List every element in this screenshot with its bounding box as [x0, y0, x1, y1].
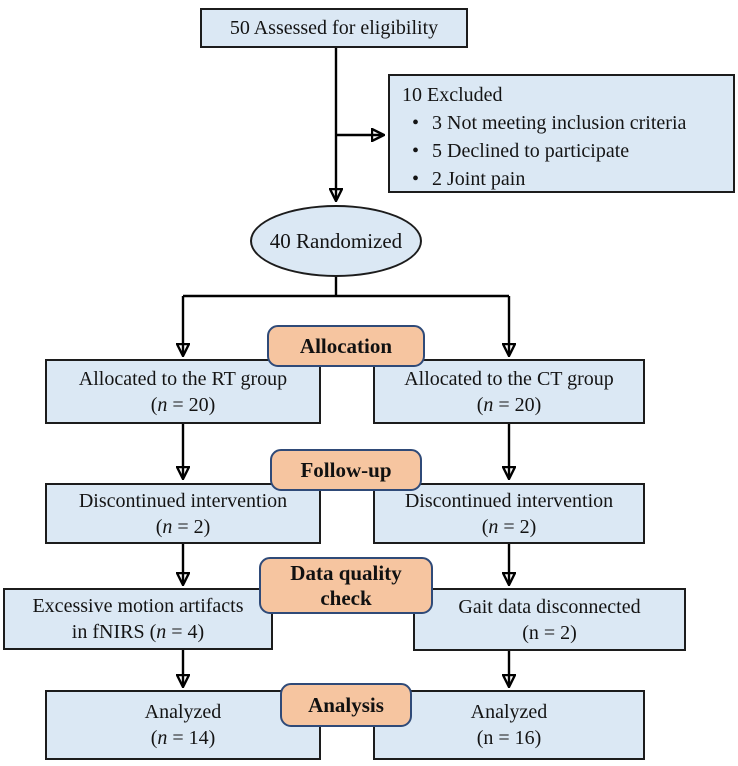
node-discontinued-rt: Discontinued intervention (n = 2)	[45, 483, 321, 544]
node-analyzed-rt: Analyzed (n = 14)	[45, 690, 321, 760]
node-label: Allocated to the CT group	[404, 367, 614, 390]
list-item: • 3 Not meeting inclusion criteria	[402, 109, 725, 137]
node-excluded: 10 Excluded • 3 Not meeting inclusion cr…	[388, 74, 735, 193]
excluded-reason: 3 Not meeting inclusion criteria	[432, 112, 687, 134]
bullet-icon: •	[412, 140, 420, 162]
node-count: (n = 16)	[476, 727, 542, 749]
node-label: Discontinued intervention	[404, 489, 614, 512]
node-count: (n = 2)	[522, 621, 577, 644]
badge-analysis: Analysis	[280, 683, 412, 727]
node-label: Allocated to the RT group	[78, 367, 288, 390]
excluded-bullet-list: • 3 Not meeting inclusion criteria • 5 D…	[402, 109, 725, 193]
node-count: (n = 2)	[155, 515, 211, 538]
line-randomized-branch	[183, 277, 509, 298]
node-count: (n = 2)	[481, 515, 537, 538]
node-count: (n = 20)	[150, 393, 216, 416]
node-analyzed-ct: Analyzed (n = 16)	[373, 690, 645, 760]
node-gait-disconnected-ct: Gait data disconnected (n = 2)	[413, 588, 686, 651]
node-allocated-rt: Allocated to the RT group (n = 20)	[45, 359, 321, 424]
node-label: Gait data disconnected	[458, 595, 641, 618]
node-count: (n = 14)	[150, 727, 216, 749]
node-label: Analyzed	[144, 701, 222, 723]
badge-data-quality-check: Data quality check	[259, 557, 433, 614]
node-label: Analyzed	[470, 701, 548, 723]
node-assessed-eligibility: 50 Assessed for eligibility	[200, 8, 468, 48]
excluded-reason: 2 Joint pain	[432, 168, 526, 190]
node-label: 50 Assessed for eligibility	[229, 17, 439, 39]
node-count: in fNIRS (n = 4)	[71, 621, 205, 643]
badge-allocation: Allocation	[267, 325, 425, 367]
bullet-icon: •	[412, 112, 420, 134]
node-randomized-ellipse: 40 Randomized	[250, 205, 422, 277]
node-allocated-ct: Allocated to the CT group (n = 20)	[373, 359, 645, 424]
node-label: Discontinued intervention	[78, 489, 288, 512]
node-discontinued-ct: Discontinued intervention (n = 2)	[373, 483, 645, 544]
node-label: 40 Randomized	[269, 228, 403, 253]
list-item: • 5 Declined to participate	[402, 137, 725, 165]
excluded-title: 10 Excluded	[402, 84, 503, 106]
node-count: (n = 20)	[476, 393, 542, 416]
badge-follow-up: Follow-up	[270, 449, 422, 491]
excluded-reason: 5 Declined to participate	[432, 140, 630, 162]
node-motion-artifacts-rt: Excessive motion artifacts in fNIRS (n =…	[3, 588, 273, 650]
bullet-icon: •	[412, 168, 420, 190]
node-label: Excessive motion artifacts	[32, 595, 244, 617]
list-item: • 2 Joint pain	[402, 165, 725, 193]
